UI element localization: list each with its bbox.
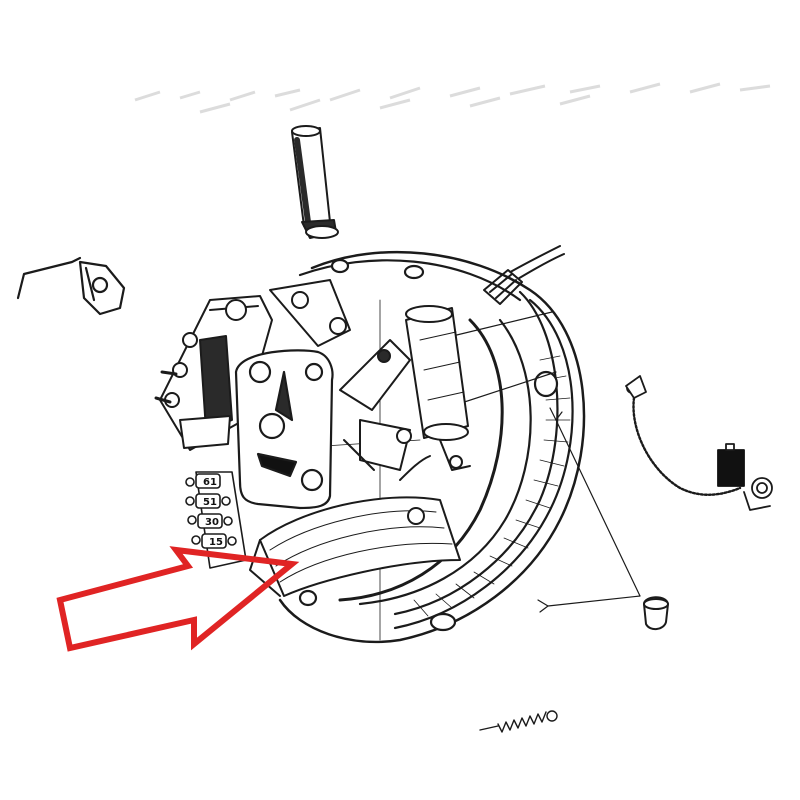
- capacitor: [405, 305, 471, 471]
- terminal-block: [185, 471, 247, 569]
- brush-with-lead: [625, 375, 773, 511]
- contact-breaker: [269, 279, 412, 471]
- wire-bracket-left: [16, 256, 126, 316]
- terminal-label-30: 30: [205, 517, 219, 528]
- terminal-label-51: 51: [203, 497, 217, 508]
- spring: [479, 710, 558, 733]
- terminal-label-15: 15: [209, 537, 223, 548]
- bushing-pin: [291, 125, 339, 239]
- cover-plate: [234, 349, 334, 510]
- field-coil: [249, 455, 461, 597]
- terminal-label-61: 61: [203, 477, 217, 488]
- small-cap: [643, 596, 669, 630]
- housing-ring: [278, 250, 586, 644]
- faint-background-scribble: [134, 82, 771, 114]
- red-pointer-arrow: [56, 546, 300, 652]
